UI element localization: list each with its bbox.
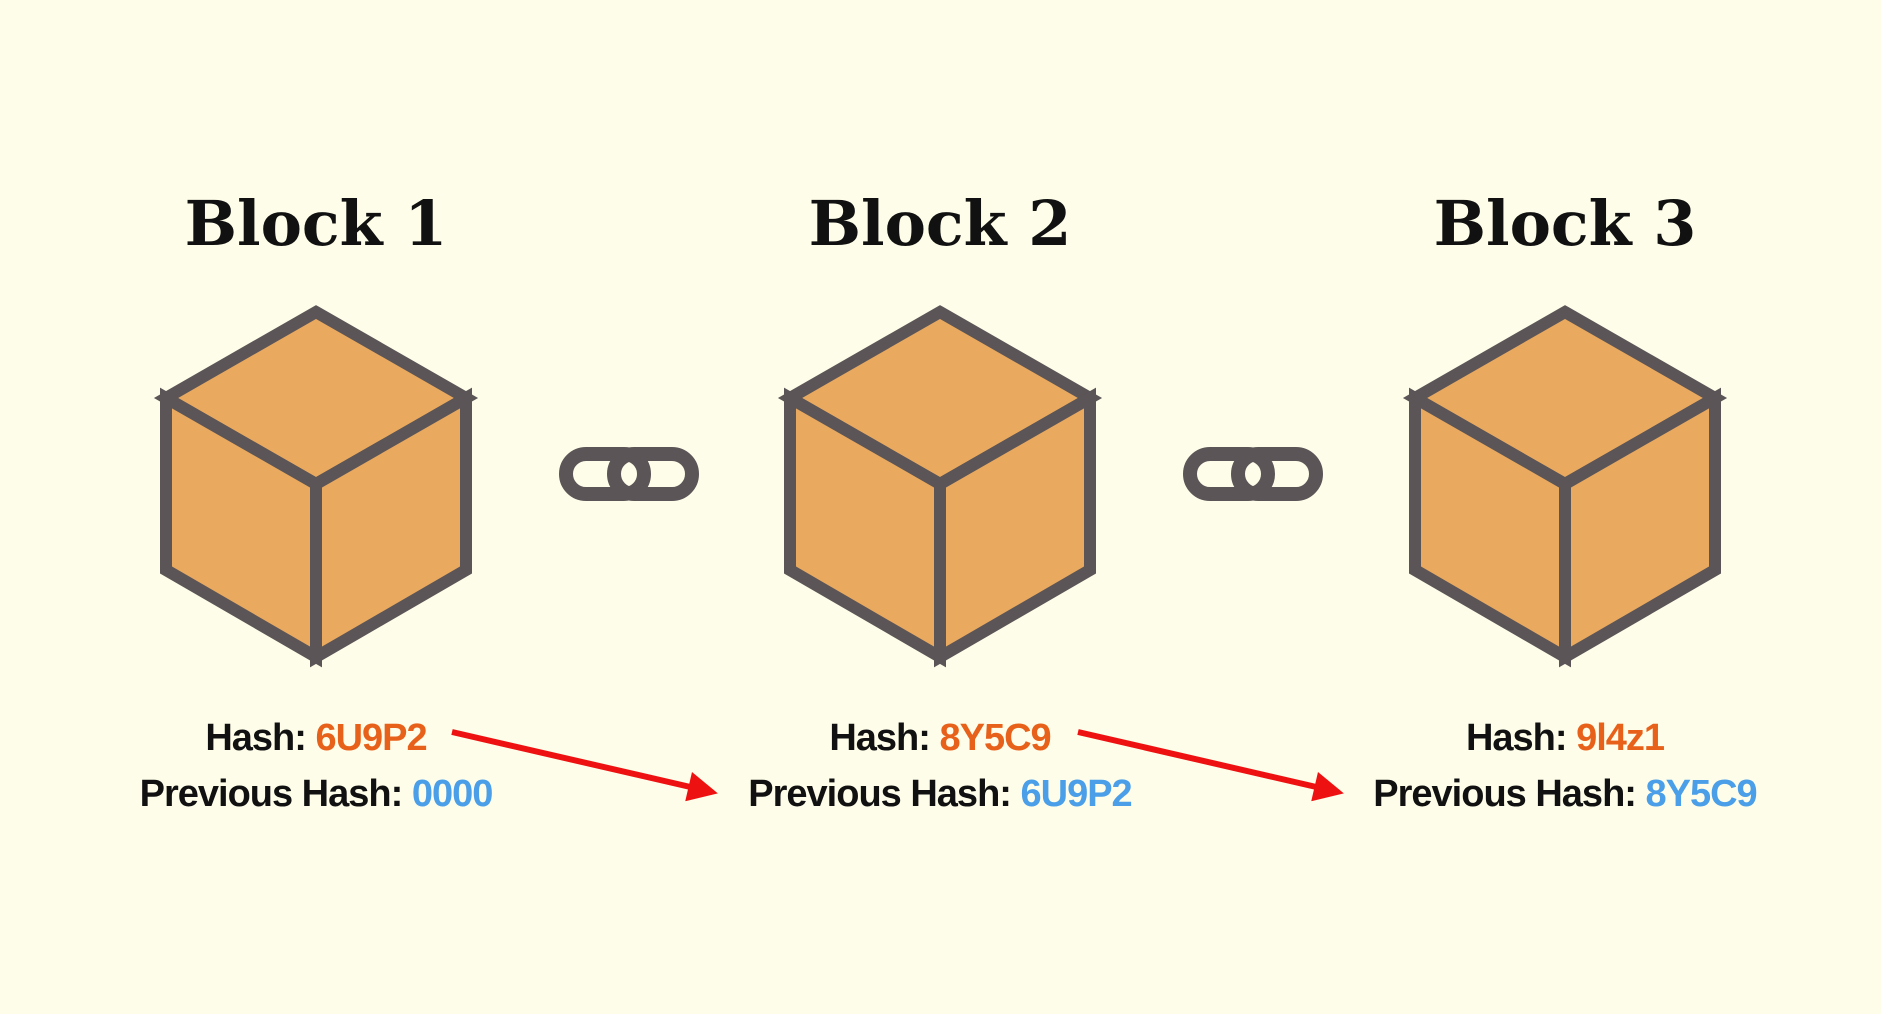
chain-link-icon (1183, 447, 1323, 501)
hash-line: Hash: 6U9P2 (205, 717, 426, 759)
hash-label: Hash: (205, 717, 306, 759)
cube-icon (153, 305, 479, 668)
hash-value: 9l4z1 (1576, 717, 1665, 759)
cube-icon (1402, 305, 1728, 668)
hash-value: 8Y5C9 (939, 717, 1050, 759)
previous-hash-line: Previous Hash: 8Y5C9 (1373, 773, 1756, 815)
hash-line: Hash: 9l4z1 (1466, 717, 1665, 759)
previous-hash-label: Previous Hash: (1373, 773, 1636, 815)
previous-hash-line: Previous Hash: 0000 (140, 773, 493, 815)
cube-icon (777, 305, 1103, 668)
block-title: Block 2 (809, 187, 1072, 260)
arrow-icon (1077, 729, 1344, 802)
previous-hash-label: Previous Hash: (748, 773, 1011, 815)
block-3: Block 3 Hash: 9l4z1 Previous Hash: 8Y5C9 (1373, 187, 1757, 815)
hash-label: Hash: (829, 717, 930, 759)
hash-label: Hash: (1466, 717, 1567, 759)
block-title: Block 3 (1434, 187, 1697, 260)
block-1: Block 1 Hash: 6U9P2 Previous Hash: 0000 (140, 187, 494, 815)
previous-hash-line: Previous Hash: 6U9P2 (748, 773, 1131, 815)
arrow-icon (451, 729, 718, 802)
hash-line: Hash: 8Y5C9 (829, 717, 1050, 759)
block-title: Block 1 (185, 187, 448, 260)
previous-hash-value: 8Y5C9 (1646, 773, 1757, 815)
chain-link-icon (559, 447, 699, 501)
block-2: Block 2 Hash: 8Y5C9 Previous Hash: 6U9P2 (748, 187, 1132, 815)
previous-hash-value: 6U9P2 (1021, 773, 1132, 815)
previous-hash-value: 0000 (412, 773, 493, 815)
hash-value: 6U9P2 (315, 717, 426, 759)
previous-hash-label: Previous Hash: (140, 773, 403, 815)
